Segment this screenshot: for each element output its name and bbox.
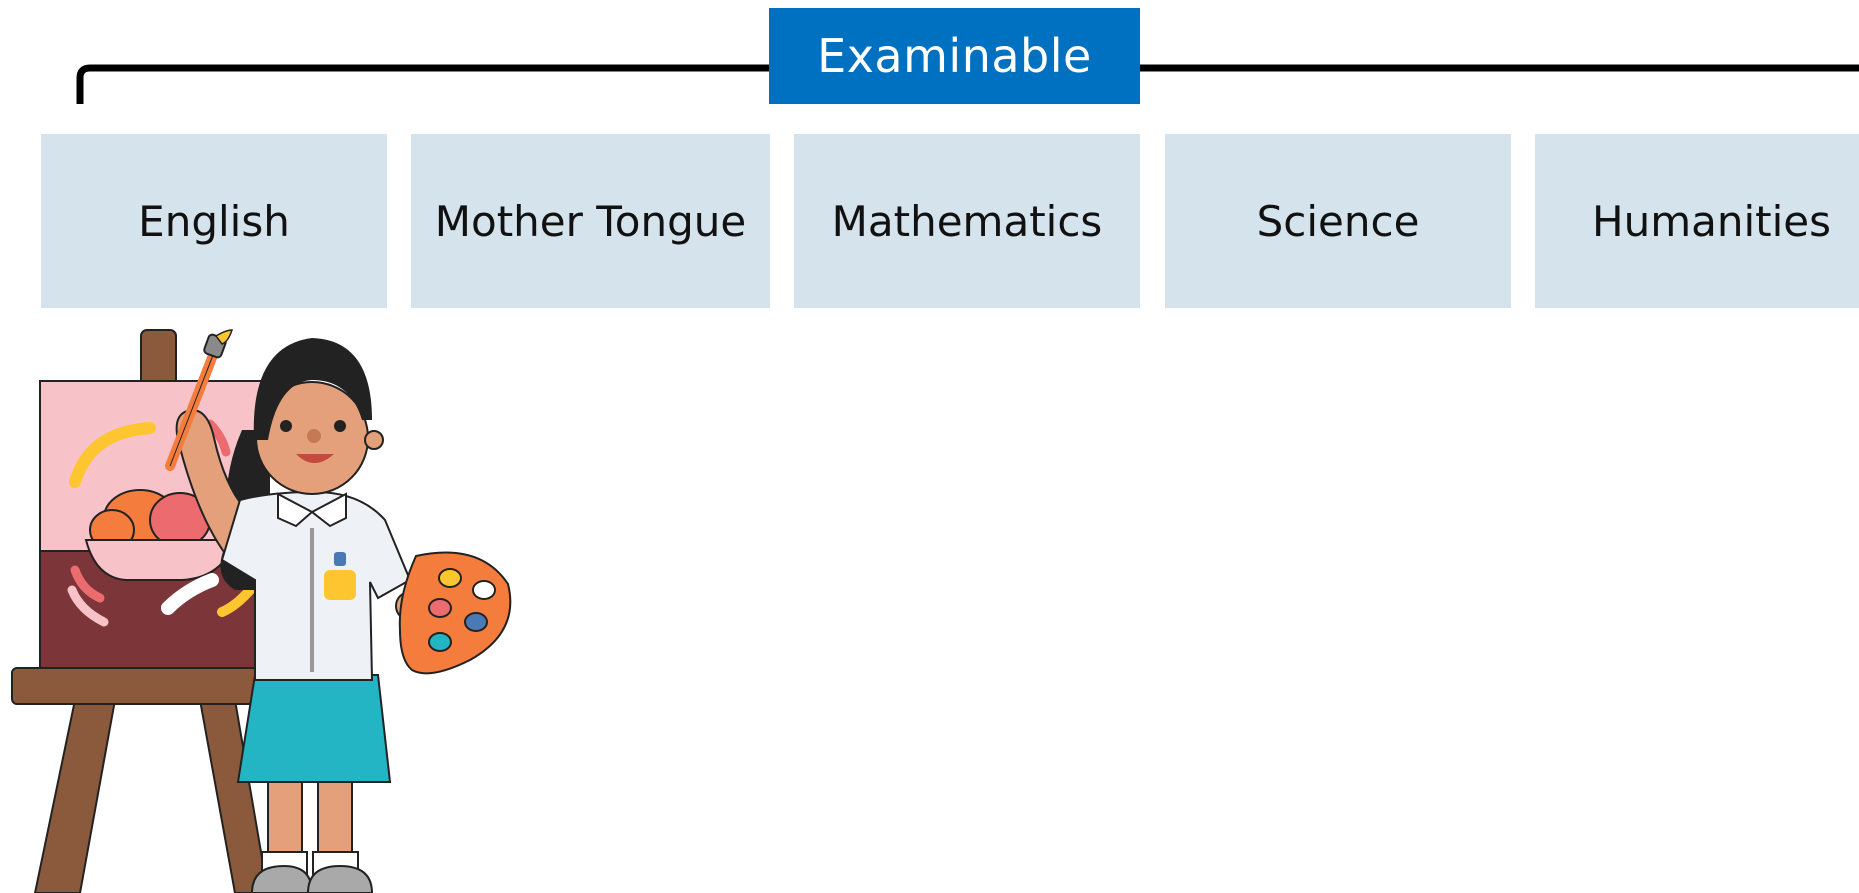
- paint-palette-icon: [398, 551, 512, 675]
- paintbrush-icon: [165, 329, 234, 471]
- subject-english: English: [41, 134, 387, 308]
- easel-icon: [11, 329, 270, 893]
- examinable-bracket: [76, 64, 1859, 104]
- examinable-label: Examinable: [769, 8, 1140, 104]
- subject-mother-tongue: Mother Tongue: [411, 134, 770, 308]
- student-painter-illustration: [11, 329, 512, 893]
- subject-mathematics: Mathematics: [794, 134, 1140, 308]
- subject-science: Science: [1165, 134, 1511, 308]
- student-girl-icon: [175, 338, 425, 893]
- subject-row: English Mother Tongue Mathematics Scienc…: [0, 134, 1859, 308]
- subject-humanities: Humanities: [1535, 134, 1859, 308]
